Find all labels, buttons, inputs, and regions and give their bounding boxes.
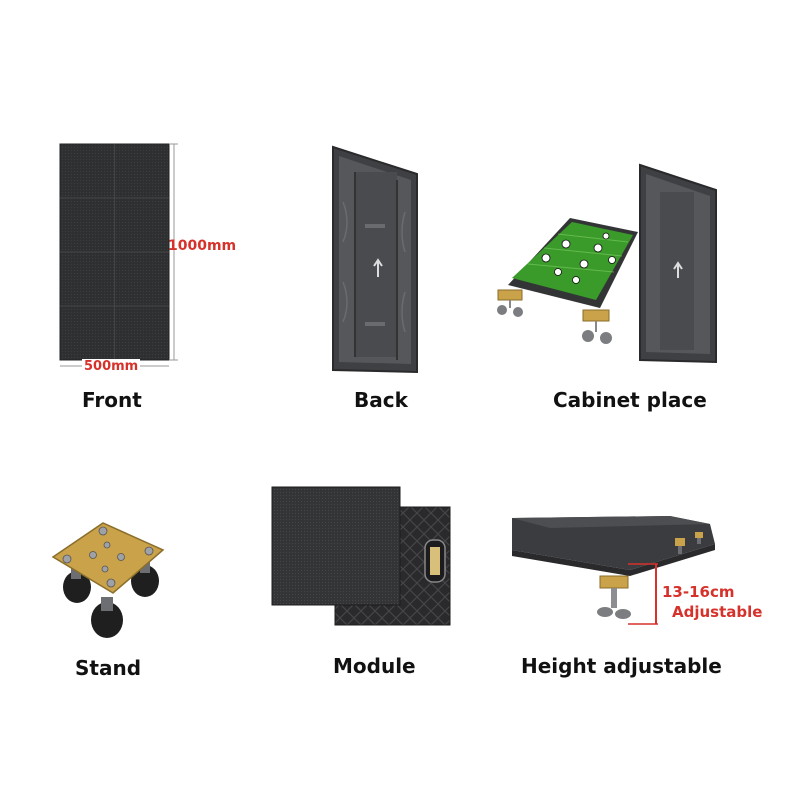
back-caption: Back — [354, 388, 408, 412]
height-adjustable-caption: Height adjustable — [521, 654, 722, 678]
cabinet-place-image — [488, 160, 728, 375]
module-caption: Module — [333, 654, 416, 678]
back-panel-image — [325, 142, 425, 377]
height-dimension-label: 1000mm — [168, 238, 237, 254]
cabinet-place-caption: Cabinet place — [553, 388, 707, 412]
stand-caption: Stand — [75, 656, 142, 680]
front-caption: Front — [82, 388, 142, 412]
stand-image — [45, 515, 170, 645]
width-dimension-label: 500mm — [82, 359, 141, 374]
front-panel-image — [55, 140, 180, 370]
module-image — [270, 485, 455, 630]
height-range-label: 13-16cm — [662, 583, 735, 601]
adjustable-label: Adjustable — [672, 603, 763, 621]
height-adjustable-image — [510, 510, 780, 635]
